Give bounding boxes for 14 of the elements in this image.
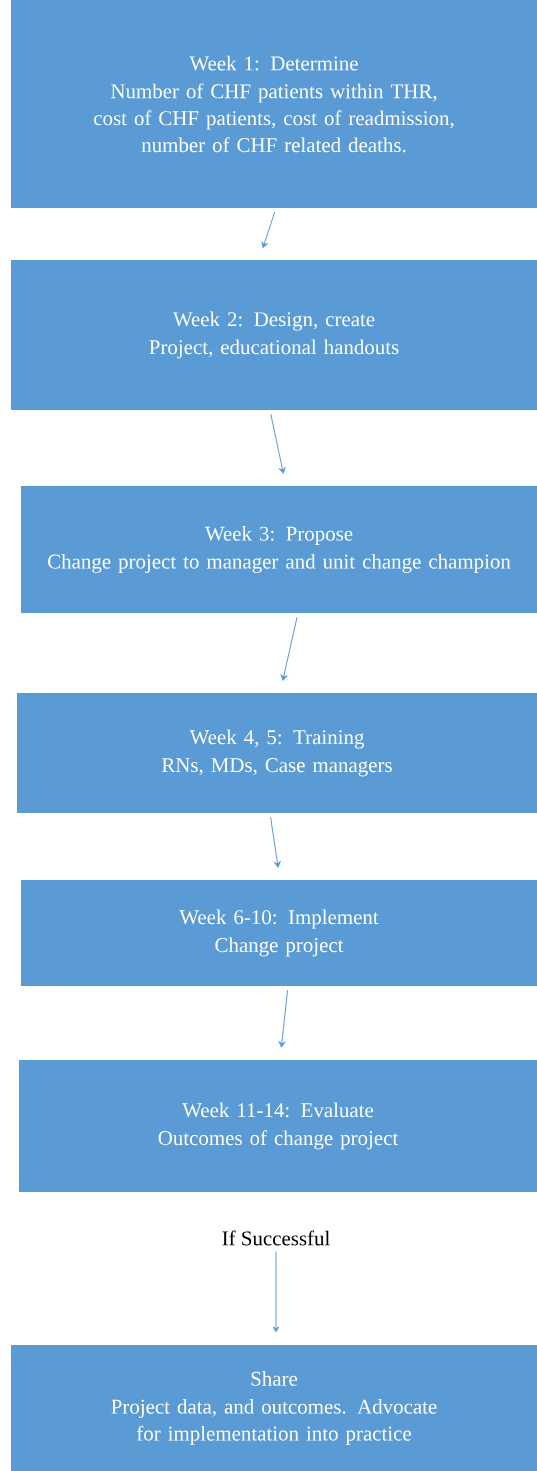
- arrow: [278, 989, 289, 1048]
- arrow: [261, 211, 276, 248]
- arrow: [280, 616, 298, 681]
- process-box: Week 2: Design, create Project, educational handouts: [11, 260, 537, 410]
- process-box: Week 3: Propose Change project to manager and unit change champion: [21, 486, 537, 613]
- arrow: [270, 816, 281, 868]
- process-box: Share Project data, and outcomes. Advocate for implementation into practice: [11, 1345, 537, 1471]
- process-box: Week 6-10: Implement Change project: [21, 880, 537, 986]
- process-box: Week 4, 5: Training RNs, MDs, Case managers: [17, 693, 537, 813]
- process-box: Week 1: Determine Number of CHF patients within THR, cost of CHF patients, cost of readmission, number of CHF related deaths.: [11, 0, 537, 208]
- arrow: [272, 1251, 280, 1333]
- arrow: [270, 413, 286, 474]
- condition-text: If Successful: [222, 1230, 330, 1246]
- process-box: Week 11-14: Evaluate Outcomes of change project: [19, 1060, 537, 1192]
